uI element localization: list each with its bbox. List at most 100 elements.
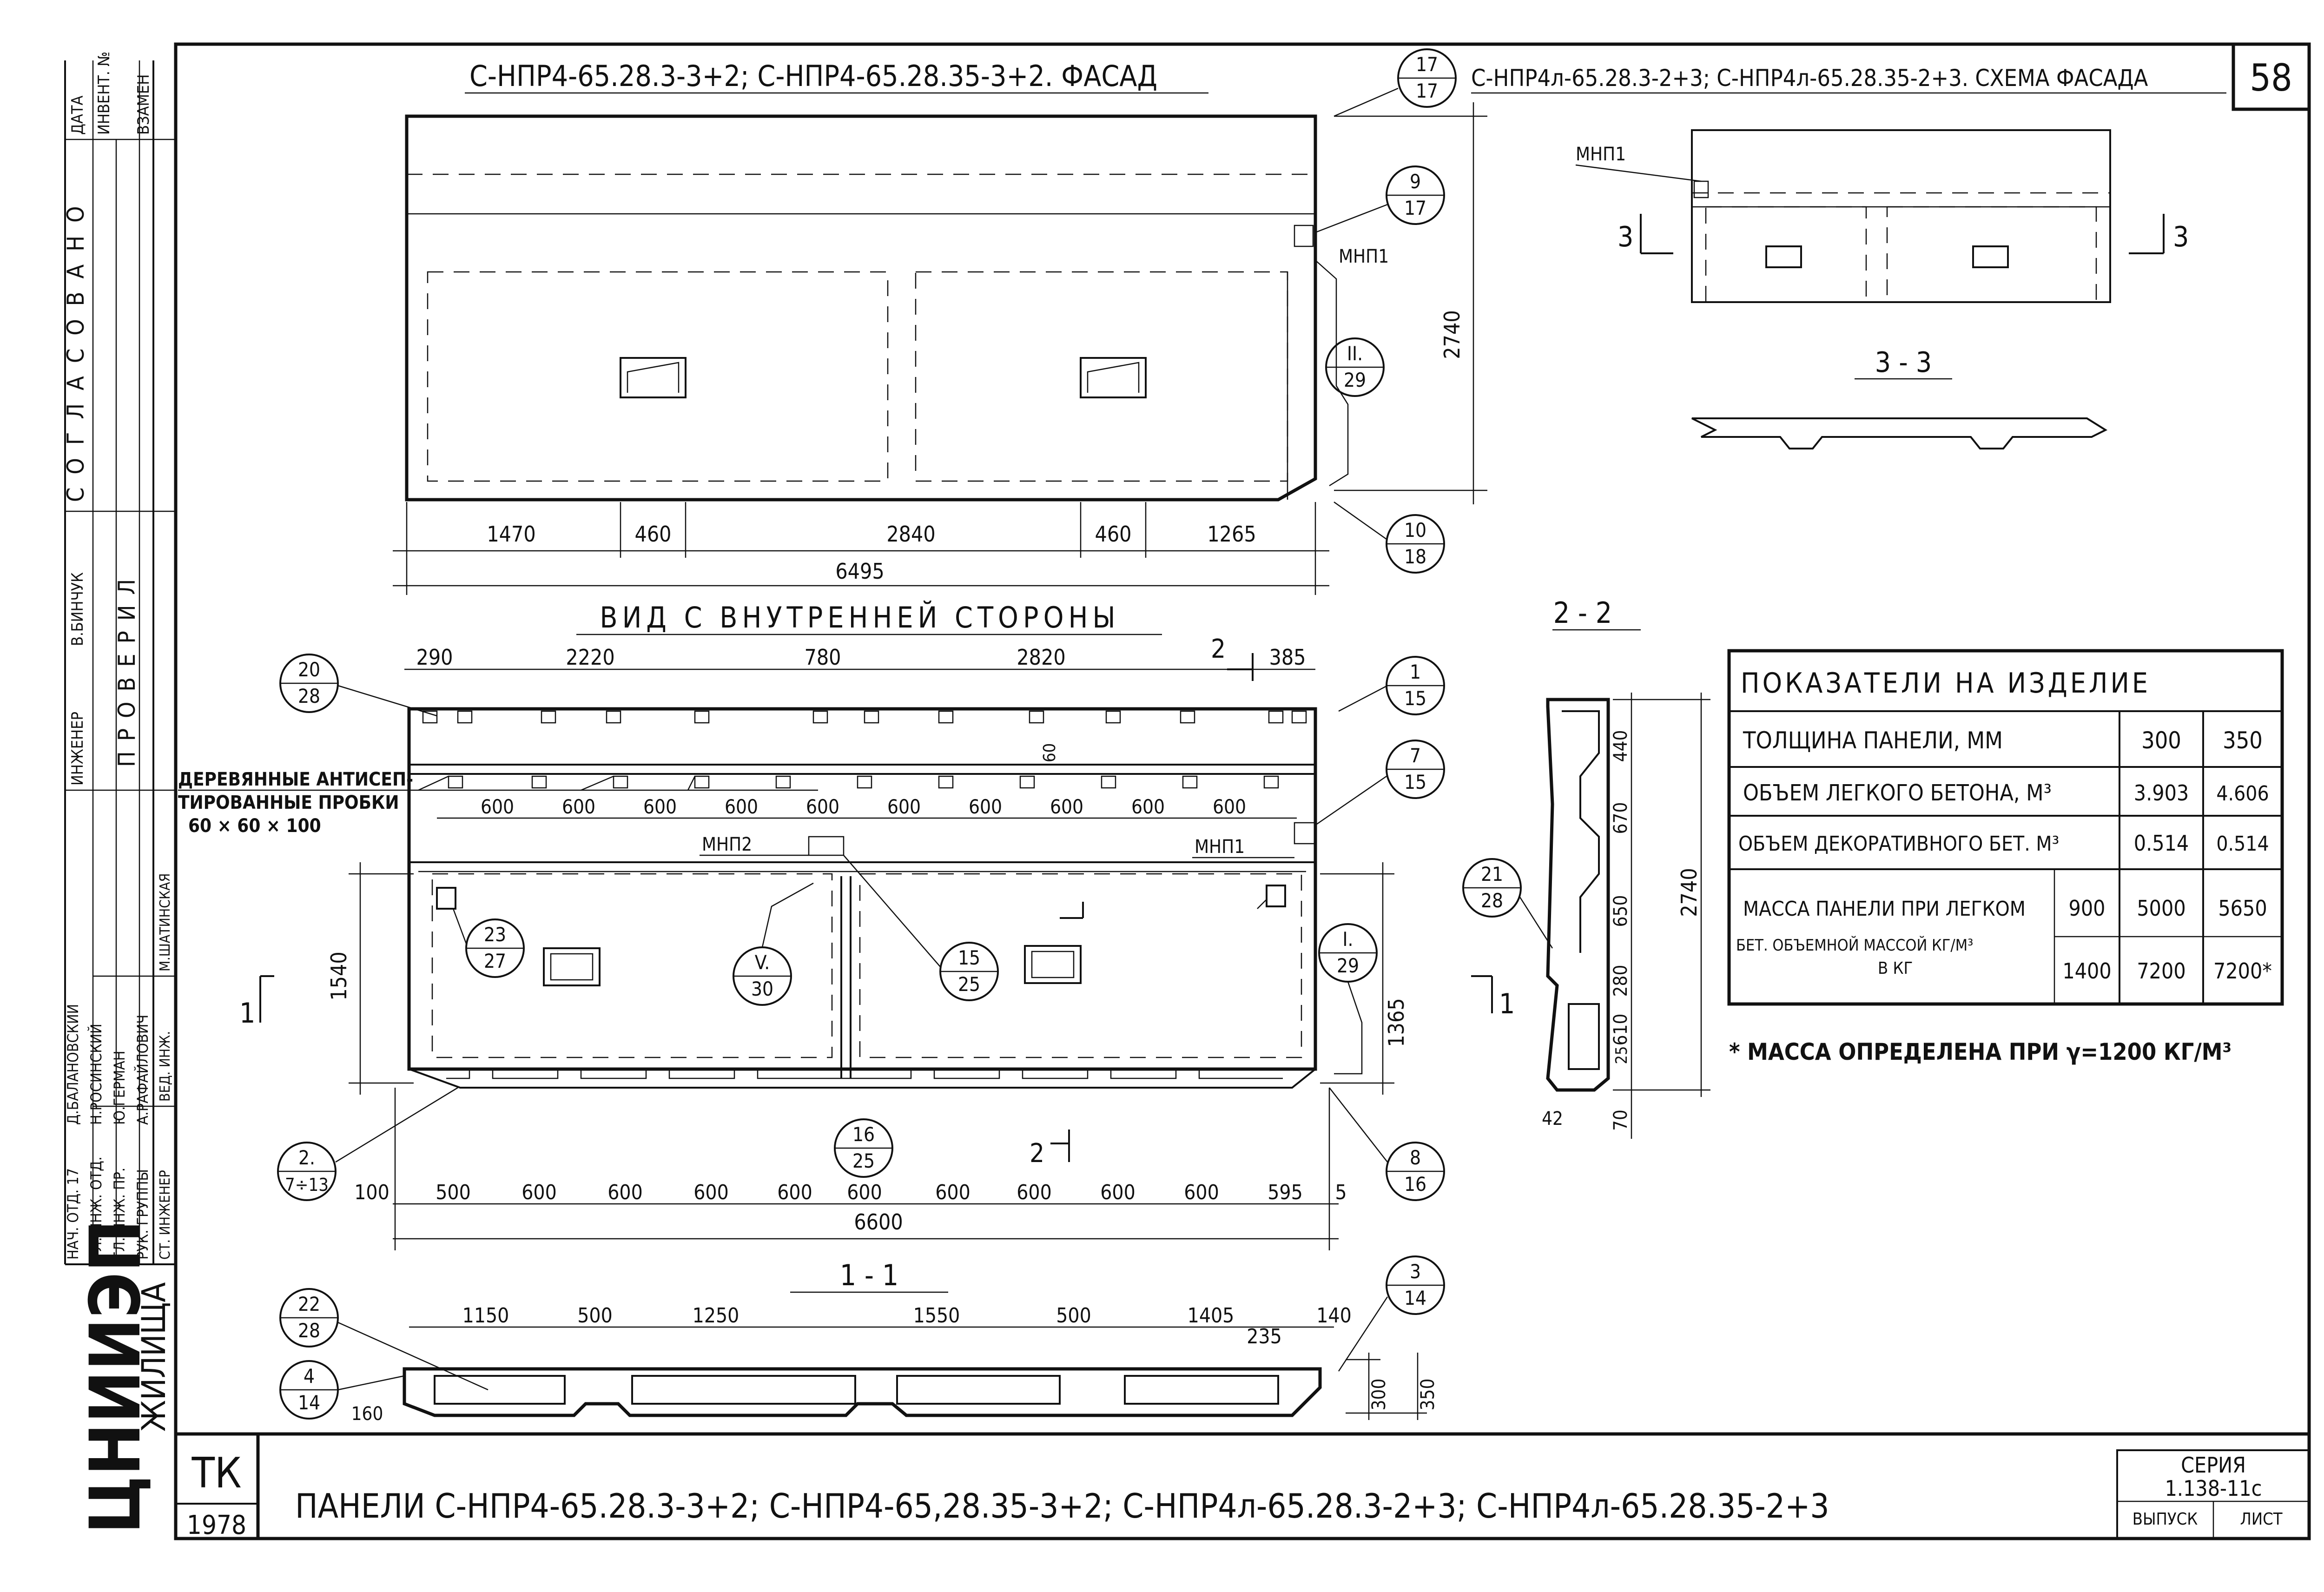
series-value: 1.138-11с [2165, 1476, 2262, 1501]
callout-3-14: 3 14 [1338, 1255, 1445, 1372]
series-label: СЕРИЯ [2181, 1453, 2246, 1478]
section11-dim-5: 1405 [1188, 1304, 1235, 1328]
sheet-number: 58 [2250, 56, 2292, 99]
inner-middim-2: 600 [643, 795, 677, 818]
section11-title: 1 - 1 [840, 1258, 899, 1292]
svg-text:18: 18 [1404, 545, 1426, 568]
inner-middim-8: 600 [1131, 795, 1165, 818]
inner-view: ВИД С ВНУТРЕННЕЙ СТОРОНЫ 290 2220 780 28… [178, 601, 1515, 1250]
stamp-engineer-label: ИНЖЕНЕР [68, 712, 87, 786]
inner-left-height: 1540 [326, 951, 351, 1000]
table-mass0-density: 900 [2069, 896, 2106, 921]
svg-text:25: 25 [958, 973, 980, 996]
inner-botdim-12: 5 [1335, 1181, 1347, 1204]
section22-dim-25: 25 [1612, 1046, 1631, 1064]
stamp-role-3: РУК. ГРУППЫ [134, 1169, 152, 1260]
issue-label: ВЫПУСК [2133, 1510, 2198, 1529]
scheme-panel [1691, 129, 2111, 303]
wood-plugs [422, 710, 1307, 789]
svg-text:2.: 2. [298, 1146, 315, 1169]
inner-botdim-8: 600 [1017, 1181, 1052, 1204]
svg-text:27: 27 [484, 950, 506, 972]
facade-total: 6495 [835, 559, 884, 584]
table-row2-a: 0.514 [2134, 831, 2189, 856]
table-mass1-a: 7200 [2137, 958, 2185, 984]
section22-dim-1: 670 [1610, 802, 1631, 834]
scheme-mnp1-box [1693, 180, 1709, 198]
callout-V-30: V. 30 [733, 882, 814, 1006]
callout-8-16: 8 16 [1329, 1087, 1445, 1201]
svg-text:28: 28 [298, 1319, 320, 1342]
svg-text:17: 17 [1416, 79, 1438, 102]
section22-height: 2740 [1677, 868, 1702, 917]
svg-text:16: 16 [1404, 1173, 1426, 1196]
inner-botdim-9: 600 [1100, 1181, 1136, 1204]
scheme-vent-right [1972, 245, 2009, 268]
inner-botdim-10: 600 [1184, 1181, 1219, 1204]
svg-text:8: 8 [1410, 1146, 1421, 1169]
callout-9-17: 9 17 [1315, 165, 1445, 233]
callout-2-7-13: 2. 7÷13 [277, 1087, 458, 1201]
inner-botdim-3: 600 [607, 1181, 643, 1204]
inner-cut2-bottom: 2 [1030, 1138, 1044, 1169]
svg-text:30: 30 [751, 978, 773, 1000]
inner-vent-left [543, 947, 601, 986]
inner-botdim-4: 600 [693, 1181, 729, 1204]
inner-topdim-1: 2220 [566, 645, 614, 670]
scheme-cut-right: 3 [2173, 221, 2189, 253]
stamp-header-checked: ПРОВЕРИЛ [113, 569, 140, 767]
stamp-name-3: А.РАФАЙЛОВИЧ [134, 1015, 152, 1125]
section22-dim-5: 70 [1610, 1110, 1631, 1131]
section11-dim-1: 500 [577, 1304, 613, 1328]
section11-dim-4: 500 [1056, 1304, 1091, 1328]
sheet-number-box [2232, 42, 2311, 111]
svg-text:17: 17 [1404, 197, 1426, 219]
inner-botdim-7: 600 [935, 1181, 971, 1204]
facade-dim-2: 2840 [886, 522, 935, 547]
inner-cut2-top: 2 [1211, 634, 1226, 664]
inner-middim-6: 600 [969, 795, 1002, 818]
callout-10-18: 10 18 [1334, 501, 1445, 574]
section22-outline [1546, 698, 1610, 1092]
svg-text:I.: I. [1342, 928, 1353, 951]
inner-middim-0: 600 [481, 795, 514, 818]
callout-4-14: 4 14 [279, 1360, 405, 1420]
section22-dim-42: 42 [1542, 1108, 1563, 1130]
section11-dim-235: 235 [1247, 1325, 1282, 1348]
sheet-label: ЛИСТ [2240, 1510, 2283, 1529]
code-label: ТК [191, 1449, 242, 1498]
inner-botdim-2: 600 [522, 1181, 557, 1204]
inner-vent-right [1024, 945, 1082, 984]
facade-title: С-НПР4-65.28.3-3+2; С-НПР4-65.28.35-3+2.… [469, 59, 1157, 93]
logo-text: ЦНИИЭП [75, 1220, 156, 1534]
callout-16-25: 16 25 [834, 1118, 893, 1178]
svg-text:15: 15 [1404, 687, 1426, 710]
table-row1-a: 3.903 [2134, 780, 2189, 806]
org-logo: ЖИЛИЩА ЦНИИЭП [75, 1220, 173, 1534]
section11-dim-300: 300 [1368, 1379, 1390, 1411]
callout-20-28: 20 28 [279, 654, 437, 717]
svg-text:23: 23 [484, 923, 506, 946]
svg-text:II.: II. [1347, 342, 1363, 365]
inner-dim-60: 60 [1040, 743, 1059, 762]
svg-text:28: 28 [298, 685, 320, 707]
svg-text:7: 7 [1410, 744, 1421, 767]
table-row1-b: 4.606 [2216, 782, 2269, 806]
table-row0-b: 350 [2223, 727, 2263, 754]
svg-text:29: 29 [1337, 954, 1359, 977]
section22-dim-4: 610 [1610, 1014, 1631, 1046]
inner-middim-4: 600 [806, 795, 839, 818]
callout-I-29: I. 29 [1318, 923, 1378, 1075]
svg-text:22: 22 [298, 1293, 320, 1315]
callout-7-15: 7 15 [1315, 740, 1445, 826]
section-1-1: 1 - 1 1150 500 1250 1550 500 1405 140 23… [279, 1255, 1445, 1425]
facade-dim-0: 1470 [487, 522, 535, 547]
facade-dim-1: 460 [635, 522, 672, 547]
mnp2-label: МНП2 [702, 834, 752, 855]
scheme-section-3-3 [1691, 417, 2108, 449]
inner-topdim-2: 780 [805, 645, 841, 670]
svg-text:15: 15 [1404, 771, 1426, 793]
facade-vent-left [620, 357, 687, 398]
scheme-title: С-НПР4л-65.28.3-2+3; С-НПР4л-65.28.35-2+… [1471, 65, 2148, 92]
